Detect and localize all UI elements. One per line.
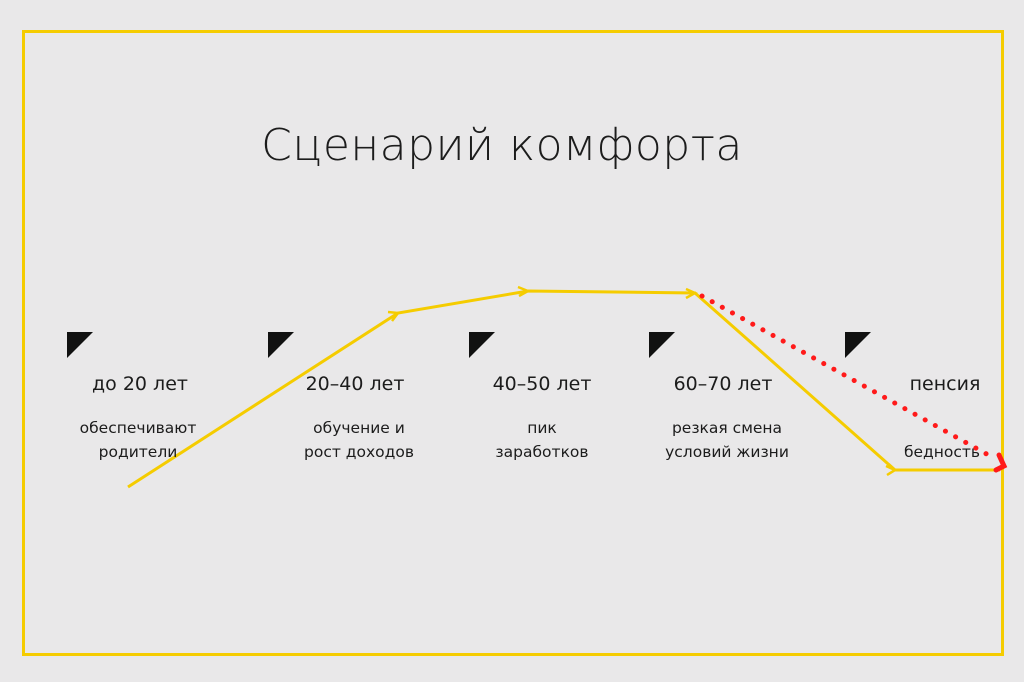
arrow-head-3 — [685, 287, 698, 300]
desc-line: бедность — [903, 443, 981, 461]
desc-line: условий жизни — [665, 443, 789, 461]
desc-line: заработков — [495, 443, 589, 461]
stage-description: резкая смена условий жизни — [627, 416, 827, 464]
slide-frame — [22, 30, 1004, 656]
desc-line: обучение и — [313, 419, 405, 437]
income-path-line — [127, 289, 1000, 489]
stage-marker-icon — [845, 332, 871, 358]
arrow-head-2 — [517, 285, 531, 298]
desc-line — [842, 416, 1024, 440]
stage-description: пик заработков — [442, 416, 642, 464]
desc-line: резкая смена — [671, 419, 783, 437]
slide-title: Сценарий комфорта — [261, 120, 743, 171]
stage-marker-icon — [649, 332, 675, 358]
desc-line: рост доходов — [304, 443, 414, 461]
arrow-head-1 — [387, 310, 401, 322]
red-arrow-head — [993, 452, 1008, 473]
desc-line: пик — [527, 419, 557, 437]
stage-age: 60–70 лет — [673, 373, 773, 395]
stage-marker-icon — [268, 332, 294, 358]
stage-description: обучение и рост доходов — [259, 416, 459, 464]
stage-age: 20–40 лет — [305, 373, 405, 395]
stage-description: обеспечивают родители — [38, 416, 238, 464]
stage-marker-icon — [469, 332, 495, 358]
poverty-dotted-line — [699, 293, 995, 460]
arrow-head-4 — [885, 464, 898, 477]
stage-description: бедность — [842, 416, 1024, 464]
desc-line: родители — [98, 443, 178, 461]
desc-line: обеспечивают — [79, 419, 197, 437]
stage-age: 40–50 лет — [492, 373, 592, 395]
stage-age: до 20 лет — [92, 373, 188, 395]
stage-marker-icon — [67, 332, 93, 358]
stage-age: пенсия — [909, 373, 981, 395]
